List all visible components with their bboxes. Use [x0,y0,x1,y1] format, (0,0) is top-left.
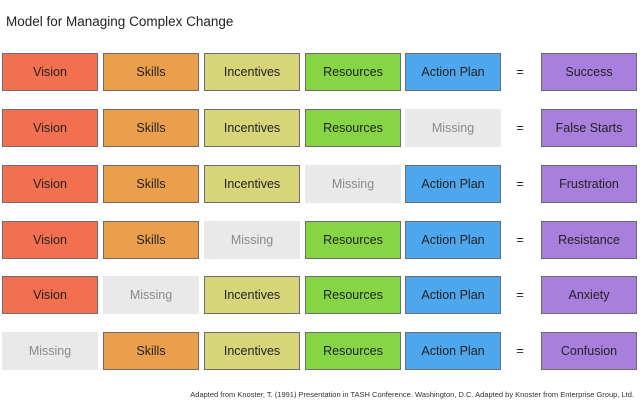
outcome-box: False Starts [541,109,637,147]
factor-box-resources: Resources [305,221,401,259]
factor-box-resources: Resources [305,53,401,91]
factor-box-skills: Skills [103,332,199,370]
page-title: Model for Managing Complex Change [6,14,234,29]
factor-box-resources: Resources [305,276,401,314]
missing-box: Missing [204,221,300,259]
factor-box-vision: Vision [2,276,98,314]
factor-box-action-plan: Action Plan [405,332,501,370]
equals-sign: = [516,232,524,247]
missing-box: Missing [305,165,401,203]
factor-box-skills: Skills [103,165,199,203]
factor-box-vision: Vision [2,53,98,91]
outcome-box: Resistance [541,221,637,259]
factor-box-action-plan: Action Plan [405,221,501,259]
outcome-box: Anxiety [541,276,637,314]
factor-box-incentives: Incentives [204,109,300,147]
factor-box-incentives: Incentives [204,276,300,314]
equals-sign: = [516,343,524,358]
factor-box-incentives: Incentives [204,53,300,91]
equals-sign: = [516,176,524,191]
factor-box-skills: Skills [103,53,199,91]
missing-box: Missing [103,276,199,314]
factor-box-incentives: Incentives [204,165,300,203]
missing-box: Missing [405,109,501,147]
source-caption: Adapted from Knoster, T. (1991) Presenta… [190,390,634,399]
factor-box-action-plan: Action Plan [405,165,501,203]
equals-sign: = [516,120,524,135]
factor-box-vision: Vision [2,165,98,203]
factor-box-skills: Skills [103,221,199,259]
factor-box-action-plan: Action Plan [405,276,501,314]
factor-box-incentives: Incentives [204,332,300,370]
outcome-box: Success [541,53,637,91]
factor-box-vision: Vision [2,221,98,259]
factor-box-skills: Skills [103,109,199,147]
outcome-box: Confusion [541,332,637,370]
factor-box-resources: Resources [305,109,401,147]
outcome-box: Frustration [541,165,637,203]
missing-box: Missing [2,332,98,370]
factor-box-action-plan: Action Plan [405,53,501,91]
factor-box-vision: Vision [2,109,98,147]
factor-box-resources: Resources [305,332,401,370]
equals-sign: = [516,287,524,302]
equals-sign: = [516,64,524,79]
